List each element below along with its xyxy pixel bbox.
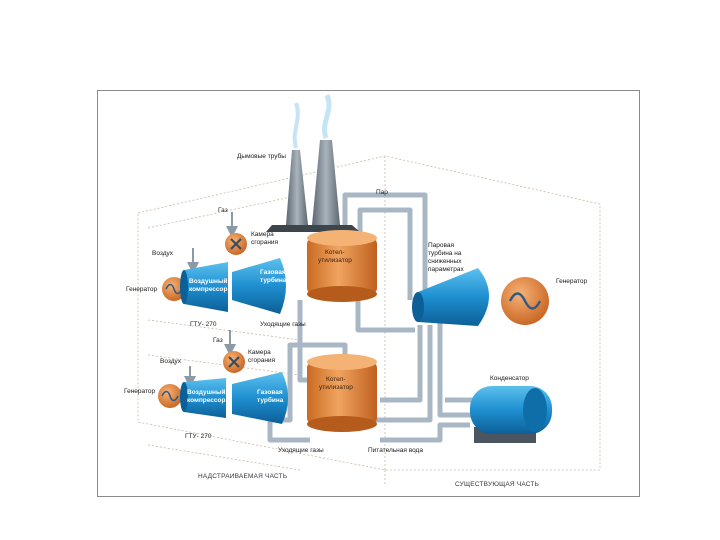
label-combustion-bottom-1: Камера (248, 349, 271, 356)
sine-wave-icon (508, 292, 542, 310)
label-exhaust-bottom: Уходящие газы (278, 447, 324, 454)
label-air-top: Воздух (152, 250, 174, 257)
label-gtu-bottom: ГТУ- 270 (185, 433, 212, 440)
label-boiler-top-1: Котел- (325, 249, 345, 256)
label-generator-left-bottom: Генератор (124, 388, 156, 395)
label-compressor-bottom-1: Воздушный (187, 388, 226, 396)
label-steam-turbine-3: сниженных (428, 258, 462, 265)
label-gtu-top: ГТУ- 270 (190, 321, 217, 328)
boiler-bottom (307, 354, 377, 432)
label-combustion-top-1: Камера (251, 231, 274, 238)
label-exhaust-top: Уходящие газы (260, 321, 306, 328)
label-gas-turbine-bottom-1: Газовая (257, 389, 283, 396)
label-section-new: НАДСТРАИВАЕМАЯ ЧАСТЬ (198, 473, 287, 480)
condenser (470, 386, 552, 443)
label-gas-top: Газ (218, 207, 228, 214)
label-air-bottom: Воздух (160, 358, 182, 365)
label-gas-turbine-top-1: Газовая (260, 269, 286, 276)
label-compressor-bottom-2: компрессор (187, 397, 225, 404)
boiler-top (307, 230, 377, 302)
label-steam: Пар (376, 189, 388, 196)
label-section-existing: СУЩЕСТВУЮЩАЯ ЧАСТЬ (455, 481, 539, 488)
label-boiler-bottom-1: Котел- (326, 376, 346, 383)
cross-icon (228, 356, 240, 368)
sine-wave-icon (165, 283, 183, 295)
label-generator-left-top: Генератор (126, 286, 158, 293)
label-boiler-top-2: утилизатор (318, 257, 352, 264)
label-combustion-top-2: сгорания (251, 239, 279, 246)
label-compressor-top-2: компрессор (189, 286, 227, 293)
label-gas-turbine-bottom-2: турбина (257, 396, 284, 404)
compressor-bottom (184, 378, 226, 418)
sine-wave-icon (161, 390, 179, 402)
label-condenser: Конденсатор (490, 375, 529, 382)
steam-turbine (412, 268, 489, 326)
compressor-top (184, 262, 228, 312)
label-steam-turbine-1: Паровая (428, 242, 455, 249)
label-gas-bottom: Газ (213, 337, 223, 344)
gas-turbine-top (232, 258, 286, 314)
cross-icon (230, 238, 242, 250)
label-feed-water: Питательная вода (368, 447, 423, 454)
label-gas-turbine-top-2: турбина (260, 276, 287, 284)
pipe-network (267, 192, 475, 443)
label-combustion-bottom-2: сгорания (248, 357, 276, 364)
label-generator-right: Генератор (556, 278, 588, 285)
label-steam-turbine-2: турбина на (428, 249, 462, 257)
gas-turbine-bottom (232, 372, 288, 424)
label-compressor-top-1: Воздушный (189, 277, 228, 285)
label-steam-turbine-4: параметрах (428, 266, 464, 273)
label-chimneys: Дымовые трубы (237, 152, 286, 160)
label-boiler-bottom-2: утилизатор (319, 384, 353, 391)
